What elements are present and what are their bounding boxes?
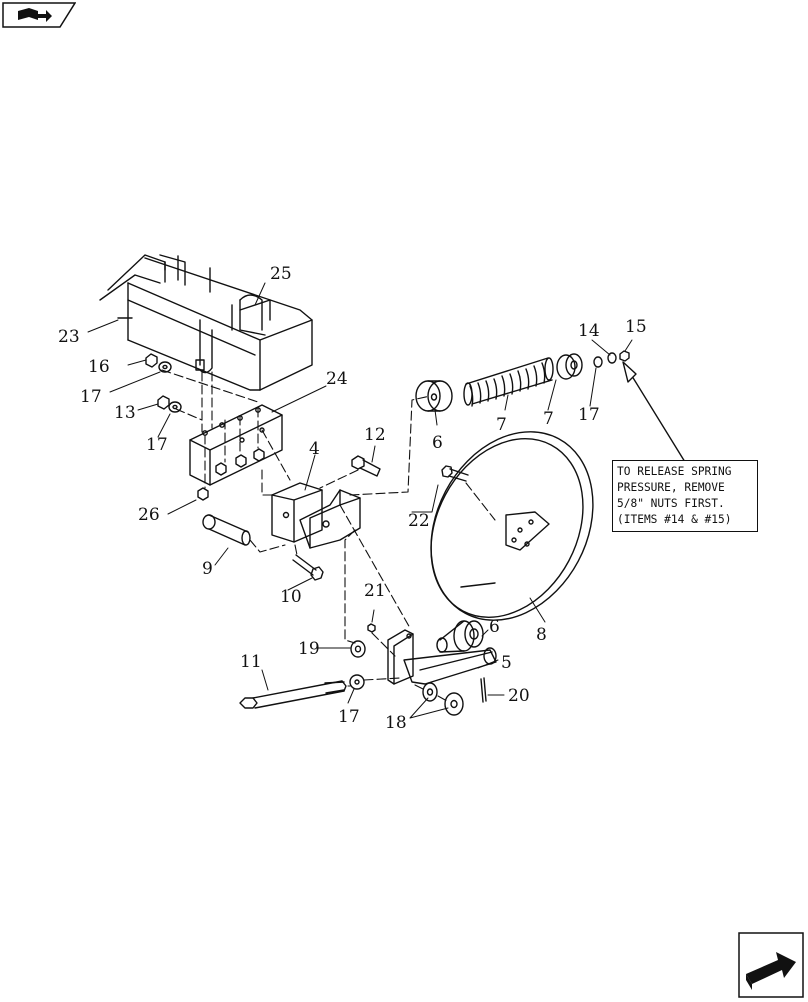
- small-hardware: [145, 353, 182, 413]
- callout-23: 21: [364, 581, 386, 601]
- disc-blade-8: [430, 431, 594, 621]
- pivot-bracket: [271, 482, 361, 549]
- mounting-bracket: [189, 404, 283, 486]
- spring-nuts: [593, 350, 630, 368]
- note-line-3: 5/8" NUTS FIRST.: [617, 497, 725, 510]
- callout-17-upper: 17: [578, 405, 600, 425]
- spring-cap-6-right: [556, 353, 583, 380]
- note-line-2: PRESSURE, REMOVE: [617, 481, 725, 494]
- note-line-4: (ITEMS #14 & #15): [617, 513, 732, 526]
- callout-labels: 25 23 16 17 13 17 24 4 12 26 9 10 6 7 7 …: [58, 264, 647, 733]
- callout-19: 17: [80, 387, 102, 407]
- callout-25: 23: [58, 327, 80, 347]
- callout-5: 6: [489, 617, 500, 637]
- spring-release-note: TO RELEASE SPRING PRESSURE, REMOVE 5/8" …: [612, 460, 758, 532]
- hub-5: [436, 620, 484, 653]
- callout-22: 20: [508, 686, 530, 706]
- callout-10: 10: [280, 587, 302, 607]
- leader-lines: [87, 282, 633, 719]
- callout-15: 15: [625, 317, 647, 337]
- callout-6-left: 6: [432, 433, 443, 453]
- assembly-lines: [161, 369, 496, 702]
- callout-21: 19: [298, 639, 320, 659]
- toolbar-frame: [99, 254, 313, 391]
- note-arrow: [626, 367, 686, 463]
- callout-3: 4: [309, 439, 320, 459]
- bolt-24: [441, 465, 469, 482]
- note-line-1: TO RELEASE SPRING: [617, 465, 732, 478]
- callout-12: 12: [364, 425, 386, 445]
- callout-8: 8: [536, 625, 547, 645]
- callout-6-right: 7: [543, 409, 554, 429]
- bolt-10: [292, 554, 324, 581]
- book-arrow-icon: [2, 2, 77, 28]
- callout-18: 17: [146, 435, 168, 455]
- callout-26: 24: [326, 369, 348, 389]
- callout-13: 13: [114, 403, 136, 423]
- callout-20: 18: [385, 713, 407, 733]
- callout-14: 14: [578, 321, 600, 341]
- washer-6-left: [415, 380, 453, 412]
- next-page-arrow-icon: [738, 932, 804, 998]
- top-left-nav-button[interactable]: [2, 2, 77, 28]
- callout-16: 16: [88, 357, 110, 377]
- callout-11: 11: [240, 652, 262, 672]
- callout-17-lower: 17: [338, 707, 360, 727]
- callout-24: 22: [408, 511, 430, 531]
- callout-7: 7: [496, 415, 507, 435]
- washers-lower: [349, 623, 464, 716]
- callout-28: 26: [138, 505, 160, 525]
- callout-27: 25: [270, 264, 292, 284]
- callout-9: 9: [202, 559, 213, 579]
- scraper-arm-4: [387, 629, 497, 685]
- next-page-button[interactable]: [738, 932, 804, 998]
- cotter-pin-22: [480, 677, 487, 703]
- callout-4: 5: [501, 653, 512, 673]
- spring-7: [463, 357, 554, 407]
- bolt-12: [351, 455, 381, 477]
- pin-9: [202, 514, 251, 546]
- bracket-nuts: [197, 448, 265, 501]
- shaft-11: [239, 680, 347, 709]
